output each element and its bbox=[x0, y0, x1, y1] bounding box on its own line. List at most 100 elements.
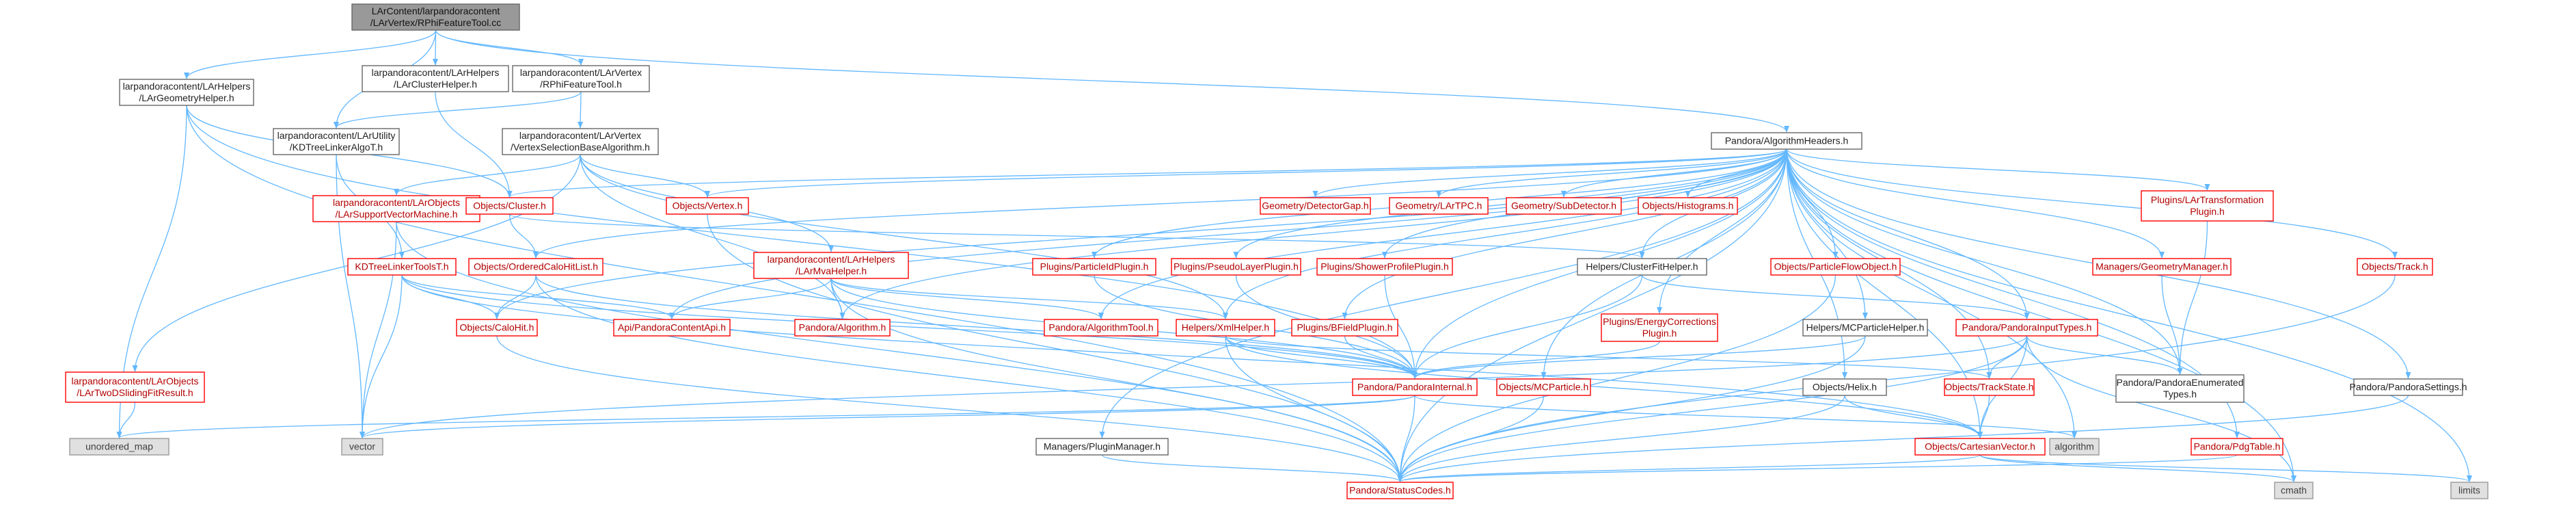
node-objects-trackstate-h[interactable]: Objects/TrackState.h bbox=[1944, 378, 2035, 396]
node-objects-track-h[interactable]: Objects/Track.h bbox=[2357, 258, 2433, 276]
edge-cartvec-to-limits bbox=[1979, 454, 2472, 482]
edge-kdtools-to-pinternal bbox=[401, 274, 1418, 379]
node-objects-cartesianvector-h[interactable]: Objects/CartesianVector.h bbox=[1914, 438, 2046, 456]
node-larpandoracontent-larhelpers-larmvahelper-h[interactable]: larpandoracontent/LArHelpers/LArMvaHelpe… bbox=[753, 252, 909, 279]
node-plugins-showerprofileplugin-h[interactable]: Plugins/ShowerProfilePlugin.h bbox=[1316, 258, 1453, 276]
node-pandora-statuscodes-h[interactable]: Pandora/StatusCodes.h bbox=[1346, 482, 1454, 499]
node-pandora-pandorainternal-h[interactable]: Pandora/PandoraInternal.h bbox=[1352, 378, 1478, 396]
node-pandora-algorithmheaders-h[interactable]: Pandora/AlgorithmHeaders.h bbox=[1711, 132, 1862, 150]
node-box bbox=[613, 319, 731, 337]
node-pandora-algorithmtool-h[interactable]: Pandora/AlgorithmTool.h bbox=[1044, 319, 1158, 337]
node-larpandoracontent-larobjects-larsupportvectormachine-h[interactable]: larpandoracontent/LArObjects/LArSupportV… bbox=[312, 195, 480, 222]
node-vector: vector bbox=[341, 438, 383, 456]
edge-mvahelper-to-contentapi bbox=[669, 278, 832, 319]
node-label: larpandoracontent/LArVertex bbox=[519, 130, 641, 141]
node-pandora-pdgtable-h[interactable]: Pandora/PdgTable.h bbox=[2191, 438, 2283, 456]
edge-kdtools-to-vector bbox=[360, 274, 403, 438]
node-pandora-pandorasettings-h[interactable]: Pandora/PandoraSettings.h bbox=[2349, 378, 2467, 396]
node-larpandoracontent-larvertex-vertexselectionbasealgorithm-h[interactable]: larpandoracontent/LArVertex/VertexSelect… bbox=[502, 128, 659, 155]
node-label: Objects/Vertex.h bbox=[673, 200, 743, 211]
node-helpers-mcparticlehelper-h[interactable]: Helpers/MCParticleHelper.h bbox=[1802, 319, 1928, 337]
node-label: /LArMvaHelper.h bbox=[796, 265, 867, 276]
node-label: vector bbox=[349, 441, 375, 452]
node-label: /VertexSelectionBaseAlgorithm.h bbox=[511, 142, 650, 153]
node-box bbox=[1955, 319, 2098, 337]
node-box bbox=[2357, 258, 2433, 276]
node-box bbox=[1260, 197, 1371, 215]
node-box bbox=[1577, 258, 1707, 276]
edge-algheaders-to-algostd bbox=[1786, 148, 2077, 438]
node-objects-histograms-h[interactable]: Objects/Histograms.h bbox=[1638, 197, 1738, 215]
node-box bbox=[347, 258, 457, 276]
edge-kdtools-to-contentapi bbox=[401, 274, 675, 319]
node-larcontent-larpandoracontent-larvertex-rphifeaturetool-cc[interactable]: LArContent/larpandoracontent/LArVertex/R… bbox=[351, 3, 520, 31]
edge-lartrans-to-enumtypes bbox=[2177, 220, 2208, 375]
node-managers-geometrymanager-h[interactable]: Managers/GeometryManager.h bbox=[2092, 258, 2232, 276]
node-box bbox=[2353, 378, 2463, 396]
node-label: LArContent/larpandoracontent bbox=[372, 5, 500, 16]
node-larpandoracontent-larobjects-lartwodslidingfitresult-h[interactable]: larpandoracontent/LArObjects/LArTwoDSlid… bbox=[65, 371, 205, 403]
edge-algheaders-to-pluginmgr bbox=[1099, 148, 1787, 438]
edge-kdtools-to-calohit bbox=[401, 274, 500, 319]
node-larpandoracontent-larhelpers-larclusterhelper-h[interactable]: larpandoracontent/LArHelpers/LArClusterH… bbox=[362, 65, 509, 92]
edge-algheaders-to-lartpc bbox=[1436, 148, 1787, 198]
node-pandora-algorithm-h[interactable]: Pandora/Algorithm.h bbox=[794, 319, 891, 337]
node-geometry-subdetector-h[interactable]: Geometry/SubDetector.h bbox=[1506, 197, 1622, 215]
node-label: Objects/CaloHit.h bbox=[460, 322, 534, 333]
node-label: Managers/GeometryManager.h bbox=[2096, 261, 2228, 272]
node-plugins-particleidplugin-h[interactable]: Plugins/ParticleIdPlugin.h bbox=[1032, 258, 1156, 276]
node-label: larpandoracontent/LArUtility bbox=[277, 130, 396, 141]
edge-root-to-geomhelper bbox=[184, 29, 437, 79]
node-box bbox=[2115, 374, 2245, 403]
node-label: Plugins/BFieldPlugin.h bbox=[1297, 322, 1392, 333]
node-label: Helpers/XmlHelper.h bbox=[1182, 322, 1269, 333]
node-objects-cluster-h[interactable]: Objects/Cluster.h bbox=[465, 197, 554, 215]
node-helpers-xmlhelper-h[interactable]: Helpers/XmlHelper.h bbox=[1176, 319, 1275, 337]
node-helpers-clusterfithelper-h[interactable]: Helpers/ClusterFitHelper.h bbox=[1577, 258, 1707, 276]
edge-vsba-to-vertex bbox=[580, 154, 710, 198]
edge-xmlhelper-to-trackstate bbox=[1225, 335, 1992, 379]
node-box bbox=[1171, 258, 1301, 276]
node-box bbox=[351, 3, 520, 31]
node-box bbox=[2274, 482, 2314, 499]
edge-pinternal-to-algostd bbox=[1414, 395, 2077, 438]
edge-algheaders-to-pfo bbox=[1786, 148, 1839, 259]
node-larpandoracontent-larvertex-rphifeaturetool-h[interactable]: larpandoracontent/LArVertex/RPhiFeatureT… bbox=[512, 65, 650, 92]
node-geometry-detectorgap-h[interactable]: Geometry/DetectorGap.h bbox=[1260, 197, 1371, 215]
node-box bbox=[753, 252, 909, 279]
node-box bbox=[1914, 438, 2046, 456]
node-api-pandoracontentapi-h[interactable]: Api/PandoraContentApi.h bbox=[613, 319, 731, 337]
node-objects-vertex-h[interactable]: Objects/Vertex.h bbox=[666, 197, 749, 215]
node-plugins-bfieldplugin-h[interactable]: Plugins/BFieldPlugin.h bbox=[1291, 319, 1398, 337]
node-plugins-pseudolayerplugin-h[interactable]: Plugins/PseudoLayerPlugin.h bbox=[1171, 258, 1301, 276]
node-box bbox=[1601, 313, 1718, 342]
node-objects-helix-h[interactable]: Objects/Helix.h bbox=[1802, 378, 1887, 396]
node-label: Objects/Helix.h bbox=[1813, 382, 1877, 393]
edge-clusterhelper-to-cluster bbox=[435, 91, 513, 198]
node-objects-orderedcalohitlist-h[interactable]: Objects/OrderedCaloHitList.h bbox=[468, 258, 604, 276]
edge-cluster-to-ocalo bbox=[509, 213, 539, 259]
node-label: Geometry/SubDetector.h bbox=[1511, 200, 1616, 211]
node-label: larpandoracontent/LArObjects bbox=[72, 376, 199, 386]
node-objects-particleflowobject-h[interactable]: Objects/ParticleFlowObject.h bbox=[1770, 258, 1901, 276]
node-objects-mcparticle-h[interactable]: Objects/MCParticle.h bbox=[1496, 378, 1591, 396]
edge-calohit-to-status bbox=[496, 335, 1403, 482]
edge-mcparticle-to-status bbox=[1397, 395, 1545, 482]
node-label: cmath bbox=[2281, 485, 2307, 496]
node-geometry-lartpc-h[interactable]: Geometry/LArTPC.h bbox=[1389, 197, 1489, 215]
node-box bbox=[1291, 319, 1398, 337]
node-larpandoracontent-larutility-kdtreelinkeralgot-h[interactable]: larpandoracontent/LArUtility/KDTreeLinke… bbox=[273, 128, 400, 155]
node-objects-calohit-h[interactable]: Objects/CaloHit.h bbox=[456, 319, 538, 337]
edge-algheaders-to-detgap bbox=[1312, 148, 1787, 198]
node-pandora-pandorainputtypes-h[interactable]: Pandora/PandoraInputTypes.h bbox=[1955, 319, 2098, 337]
node-larpandoracontent-larhelpers-largeometryhelper-h[interactable]: larpandoracontent/LArHelpers/LArGeometry… bbox=[119, 79, 254, 106]
node-box bbox=[69, 438, 170, 456]
node-managers-pluginmanager-h[interactable]: Managers/PluginManager.h bbox=[1035, 438, 1169, 456]
node-box bbox=[502, 128, 659, 155]
node-label: Pandora/AlgorithmTool.h bbox=[1048, 322, 1153, 333]
edge-spplugin-to-pinternal bbox=[1384, 274, 1418, 379]
node-kdtreelinkertoolst-h[interactable]: KDTreeLinkerToolsT.h bbox=[347, 258, 457, 276]
